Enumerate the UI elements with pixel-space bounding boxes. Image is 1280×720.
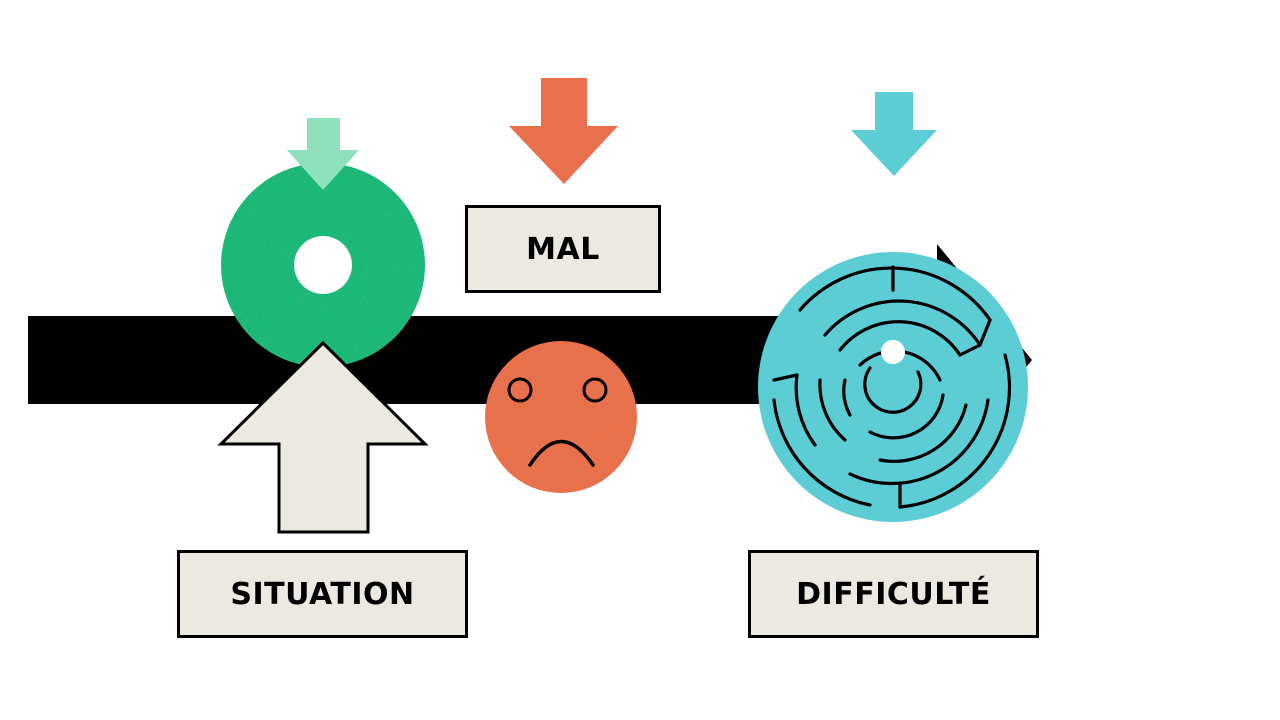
situation-label: SITUATION bbox=[177, 550, 468, 638]
mint-down-arrow-icon bbox=[287, 118, 359, 190]
mal-label: MAL bbox=[465, 205, 661, 293]
up-arrow-icon bbox=[217, 340, 429, 534]
orange-down-arrow-icon bbox=[509, 78, 618, 184]
cyan-down-arrow-icon bbox=[851, 92, 937, 176]
sad-face-icon bbox=[485, 341, 637, 493]
maze-icon bbox=[758, 252, 1028, 522]
difficulte-label: DIFFICULTÉ bbox=[748, 550, 1039, 638]
donut-icon bbox=[221, 163, 426, 368]
